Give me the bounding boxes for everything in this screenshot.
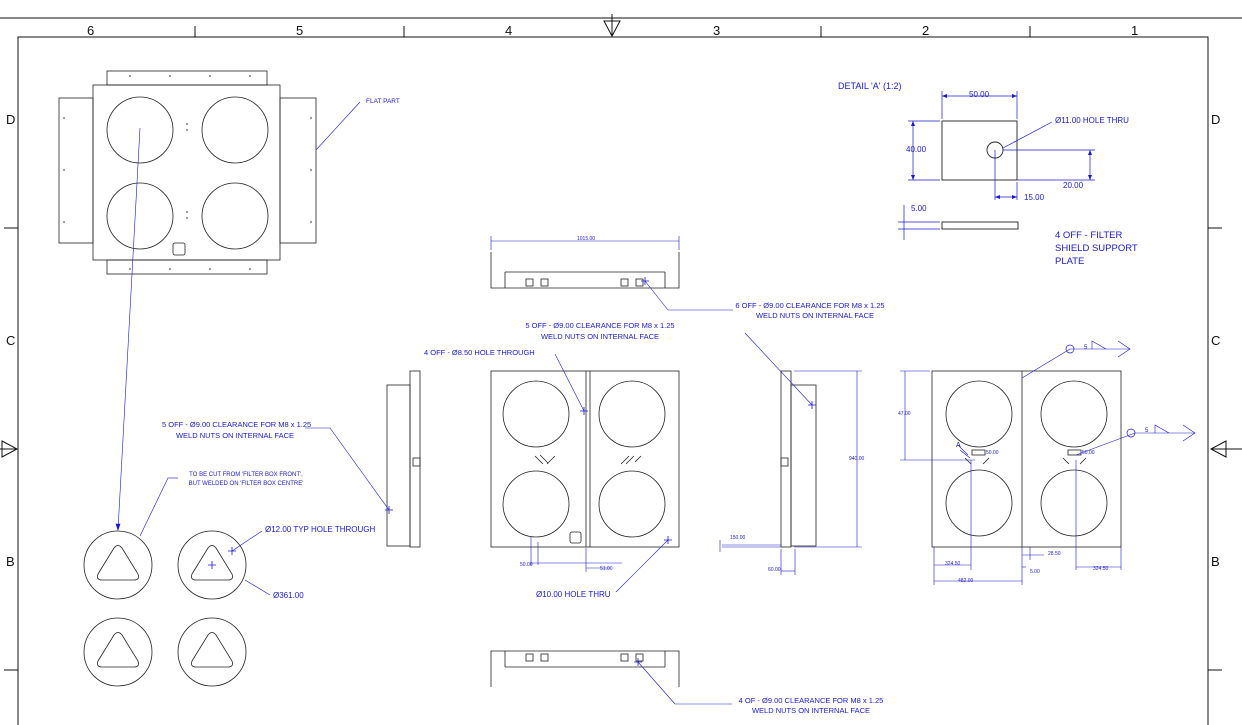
bottom-edge-marker (634, 658, 642, 666)
top-edge-marker (641, 277, 649, 285)
right-side-marker (808, 401, 816, 409)
hole-850-note: 4 OFF - Ø8.50 HOLE THROUGH (424, 348, 535, 357)
flat-part-note: FLAT PART (366, 98, 400, 105)
weld-note-5b-line1: 5 OFF - Ø9.00 CLEARANCE FOR M8 x 1.25 (162, 420, 312, 429)
diameter-361-note: Ø361.00 (273, 591, 304, 600)
circular-plates (83, 530, 247, 687)
dim-rear-2: 50.00 (1082, 450, 1095, 456)
dim-rear-b2: 482.00 (958, 578, 974, 584)
weld-note-5a-line1: 5 OFF - Ø9.00 CLEARANCE FOR M8 x 1.25 (525, 321, 675, 330)
dim-front-1: 50.00 (520, 562, 533, 568)
left-side-view (386, 370, 421, 548)
flat-part-holes (63, 75, 312, 270)
dim-rear-b3: 28.50 (1048, 551, 1061, 557)
right-side-dimensions (719, 332, 862, 575)
weld-symbol-size-2: 5 (1145, 428, 1149, 434)
circular-plate-leaders (115, 101, 361, 596)
front-view-markers (580, 407, 672, 544)
dim-side-1: 150.00 (730, 535, 746, 541)
hole-10-note: Ø10.00 HOLE THRU (536, 590, 611, 599)
zone-row-d-left: D (6, 112, 16, 127)
drawing-frame (0, 17, 1242, 725)
front-view-dimensions (530, 353, 669, 593)
dim-front-2: 51.00 (600, 566, 613, 572)
dim-rear-b1: 324.50 (945, 561, 961, 567)
zone-column-1: 1 (1131, 23, 1139, 38)
cut-note-line1: TO BE CUT FROM 'FILTER BOX FRONT', (189, 472, 303, 478)
detail-a-title: DETAIL 'A' (1:2) (838, 81, 902, 91)
weld-symbol-size-1: 5 (1084, 345, 1088, 351)
weld-note-4-line1: 4 OF - Ø9.00 CLEARANCE FOR M8 x 1.25 (738, 696, 884, 705)
right-side-view (780, 370, 817, 548)
bottom-edge-view (490, 650, 680, 687)
dim-rear-1: 50.00 (986, 450, 999, 456)
detail-a-offset-x: 15.00 (1024, 193, 1045, 202)
zone-column-5: 5 (296, 23, 304, 38)
top-edge-dimension (490, 236, 733, 311)
zone-row-c-right: C (1211, 333, 1221, 348)
detail-a-plate (941, 120, 1019, 230)
zone-row-c-left: C (6, 333, 16, 348)
detail-marker-line (957, 444, 969, 456)
detail-a-dimensions (898, 91, 1095, 240)
rear-view-dimensions (900, 340, 1196, 585)
zone-row-b-left: B (6, 554, 15, 569)
dim-side-height: 940.00 (849, 456, 865, 462)
hole-12-note: Ø12.00 TYP HOLE THROUGH (265, 525, 376, 534)
weld-note-5b-line2: WELD NUTS ON INTERNAL FACE (175, 431, 295, 440)
zone-column-3: 3 (713, 23, 721, 38)
zone-column-4: 4 (505, 23, 513, 38)
detail-a-thickness: 5.00 (911, 204, 927, 213)
weld-note-5a-line2: WELD NUTS ON INTERNAL FACE (540, 332, 660, 341)
rear-view-weld-circles (1065, 344, 1136, 438)
weld-note-6-line1: 6 OFF - Ø9.00 CLEARANCE FOR M8 x 1.25 (735, 301, 885, 310)
dim-top-width: 1015.00 (577, 236, 596, 242)
weld-note-4-line2: WELD NUTS ON INTERNAL FACE (751, 706, 871, 715)
left-side-leader (305, 427, 390, 511)
rear-view (931, 370, 1122, 548)
top-edge-view (490, 252, 680, 289)
detail-a-offset-y: 20.00 (1063, 181, 1084, 190)
detail-a-part-note-3: PLATE (1055, 256, 1085, 267)
flat-part-view (58, 70, 317, 275)
dim-rear-b5: 324.50 (1093, 566, 1109, 572)
detail-a-part-note-1: 4 OFF - FILTER (1055, 230, 1123, 241)
weld-note-6-line2: WELD NUTS ON INTERNAL FACE (755, 311, 875, 320)
detail-a-width: 50.00 (969, 90, 990, 99)
zone-column-2: 2 (922, 23, 930, 38)
front-view (490, 370, 680, 548)
detail-a-part-note-2: SHIELD SUPPORT (1055, 243, 1138, 254)
circular-plate-markers (208, 547, 236, 569)
zone-column-6: 6 (87, 23, 95, 38)
dim-side-2: 60.00 (768, 567, 781, 573)
detail-a-arrowheads (911, 94, 1092, 199)
detail-a-marker: A (956, 442, 961, 449)
cut-note-line2: BUT WELDED ON 'FILTER BOX CENTRE' (188, 481, 304, 487)
centering-marks (0, 14, 1242, 458)
left-side-marker (385, 506, 393, 514)
detail-a-height: 40.00 (906, 145, 927, 154)
zone-row-b-right: B (1211, 554, 1220, 569)
zone-row-d-right: D (1211, 112, 1221, 127)
dim-rear-b4: 5.00 (1030, 569, 1040, 575)
detail-a-hole-note: Ø11.00 HOLE THRU (1055, 116, 1129, 125)
bottom-edge-leader (637, 661, 732, 705)
dim-rear-left-height: 47.00 (898, 411, 911, 417)
